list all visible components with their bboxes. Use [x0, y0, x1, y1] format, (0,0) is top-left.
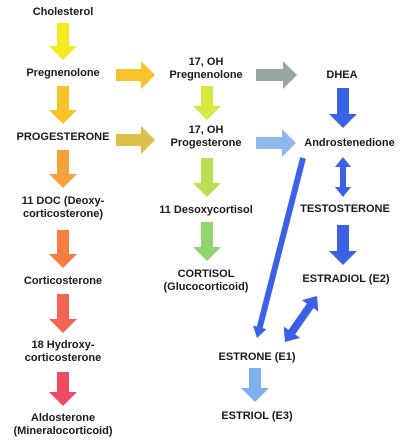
node-pregnenolone: Pregnenolone	[26, 67, 100, 79]
node-progesterone: PROGESTERONE	[16, 131, 110, 143]
node-cholesterol: Cholesterol	[32, 6, 94, 18]
node-aldosterone-line1: Aldosterone	[30, 412, 96, 424]
node-17oh-pregnenolone-line1: 17, OH	[188, 56, 224, 68]
node-17oh-progesterone: 17, OH Progesterone	[150, 124, 262, 150]
node-11-doc: 11 DOC (Deoxy- corticosterone)	[0, 195, 126, 221]
node-estrone: ESTRONE (E1)	[218, 351, 296, 363]
arrow-18hydroxy-to-aldosterone	[49, 372, 77, 406]
arrow-progesterone-to-11doc	[49, 150, 77, 188]
node-cortisol-line1: CORTISOL	[177, 268, 235, 280]
node-17oh-progesterone-line2: Progesterone	[170, 137, 242, 149]
node-18-hydroxy-line1: 18 Hydroxy-	[31, 339, 95, 351]
arrow-17oh-pregnenolone-to-dhea	[256, 61, 297, 89]
arrow-androstenedione-to-estrone	[252, 157, 306, 338]
node-cortisol: CORTISOL (Glucocorticoid)	[150, 268, 262, 294]
node-17oh-progesterone-line1: 17, OH	[188, 124, 224, 136]
node-testosterone: TESTOSTERONE	[300, 203, 390, 215]
node-11-desoxycortisol: 11 Desoxycortisol	[159, 204, 253, 216]
node-estriol: ESTRIOL (E3)	[221, 410, 293, 422]
node-aldosterone-line2: (Mineralocorticoid)	[13, 425, 113, 437]
node-18-hydroxy-line2: corticosterone	[24, 352, 102, 364]
node-17oh-pregnenolone: 17, OH Pregnenolone	[150, 56, 262, 82]
arrow-17oh-progesterone-to-11-desoxycortisol	[193, 158, 221, 197]
node-18-hydroxy: 18 Hydroxy- corticosterone	[0, 339, 126, 365]
arrow-progesterone-to-17oh-progesterone	[116, 126, 155, 154]
arrow-corticosterone-to-18hydroxy	[49, 294, 77, 333]
node-corticosterone: Corticosterone	[23, 275, 103, 287]
arrow-testosterone-to-estradiol	[329, 225, 357, 265]
arrow-androstenedione-testosterone	[335, 157, 351, 197]
node-11-doc-line2: corticosterone)	[22, 208, 104, 220]
node-androstenedione: Androstenedione	[304, 137, 395, 149]
node-estradiol: ESTRADIOL (E2)	[302, 273, 390, 285]
node-cortisol-line2: (Glucocorticoid)	[163, 281, 249, 293]
node-dhea: DHEA	[326, 69, 358, 81]
arrow-17oh-progesterone-to-androstenedione	[256, 129, 296, 157]
arrow-11-desoxycortisol-to-cortisol	[193, 222, 221, 261]
node-aldosterone: Aldosterone (Mineralocorticoid)	[0, 412, 126, 438]
arrow-11doc-to-corticosterone	[49, 230, 77, 268]
node-17oh-pregnenolone-line2: Pregnenolone	[169, 69, 243, 81]
arrow-estrone-estradiol	[283, 296, 319, 342]
arrow-dhea-to-androstenedione	[329, 88, 357, 128]
arrow-pregnenolone-to-progesterone	[49, 86, 77, 124]
arrow-pregnenolone-to-17oh-pregnenolone	[116, 61, 155, 89]
arrow-cholesterol-to-pregnenolone	[49, 23, 77, 60]
node-11-doc-line1: 11 DOC (Deoxy-	[21, 195, 105, 207]
arrow-17oh-pregnenolone-to-17oh-progesterone	[193, 86, 221, 120]
arrow-estrone-to-estriol	[241, 368, 269, 402]
